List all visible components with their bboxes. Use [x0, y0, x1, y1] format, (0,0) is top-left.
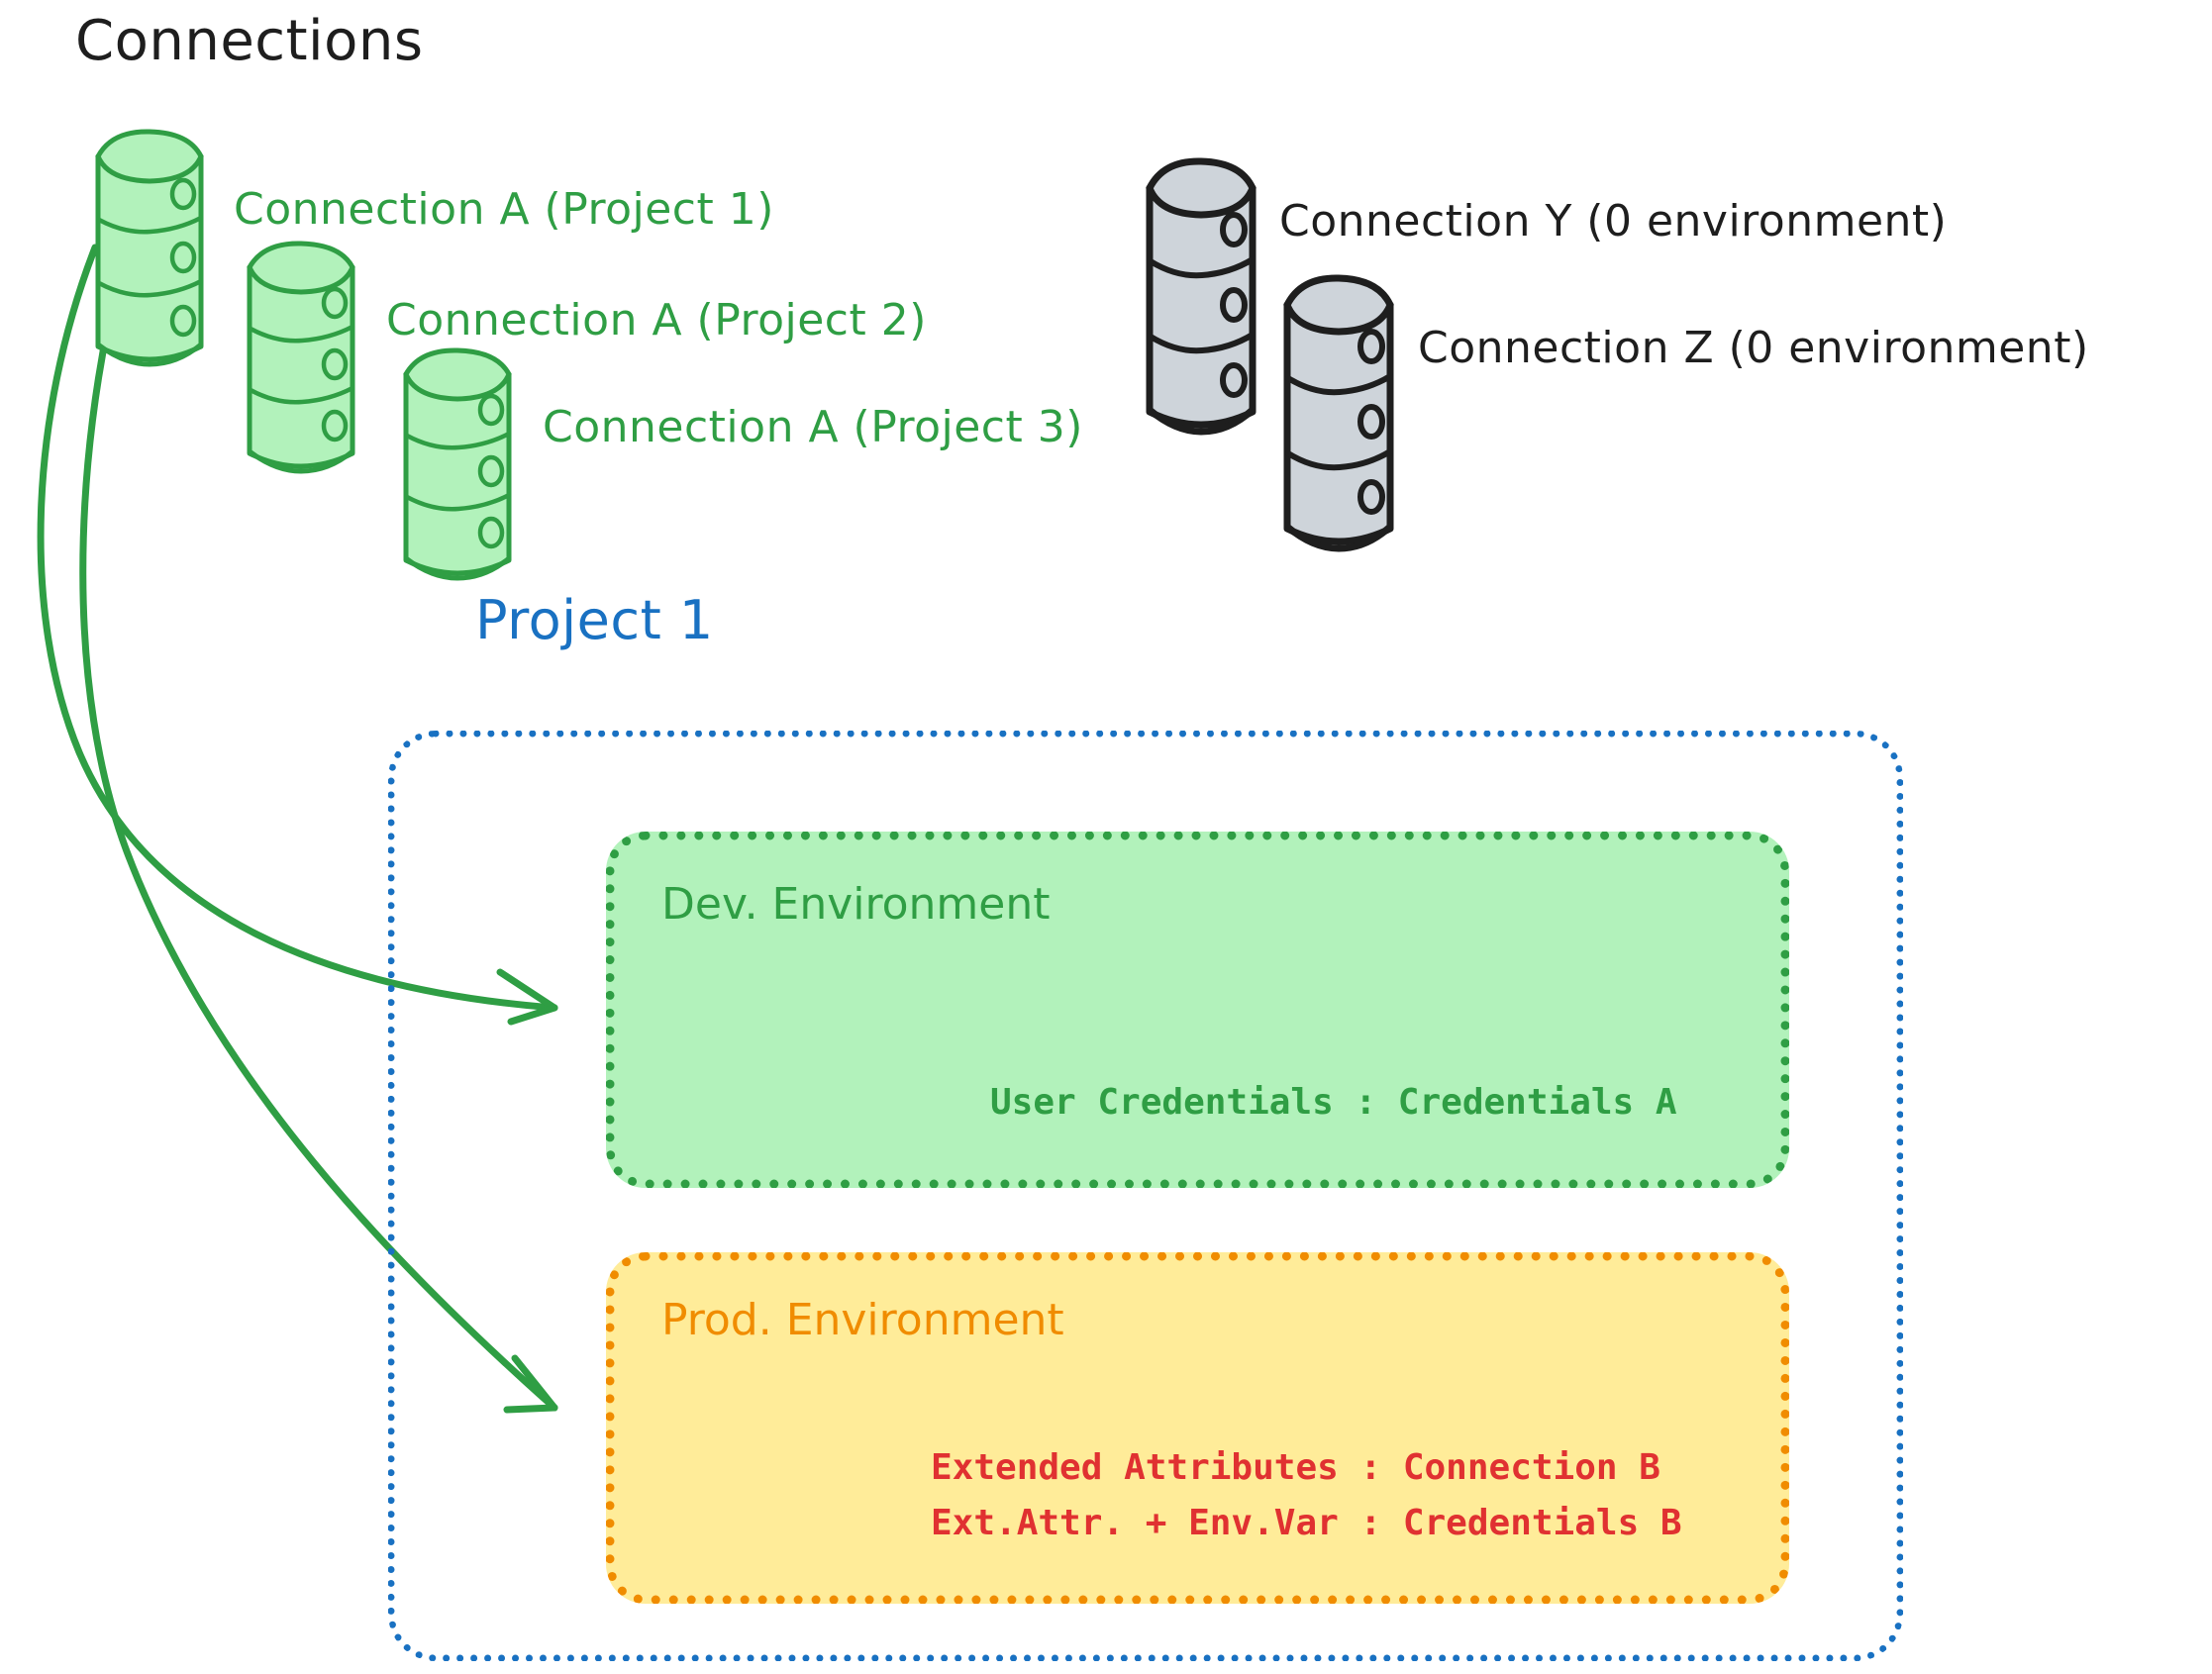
- prod-environment-line-1: Extended Attributes : Connection B: [931, 1447, 1660, 1488]
- dev-environment-box[interactable]: [606, 832, 1789, 1188]
- connection-label-a-project-3: Connection A (Project 3): [543, 402, 1083, 452]
- connection-label-y: Connection Y (0 environment): [1279, 196, 1948, 246]
- prod-environment-box[interactable]: [606, 1252, 1789, 1604]
- connection-label-a-project-1: Connection A (Project 1): [234, 184, 774, 235]
- arrow-connection-a-to-prod: [79, 265, 558, 1414]
- page-title: Connections: [75, 9, 424, 73]
- prod-environment-line-2: Ext.Attr. + Env.Var : Credentials B: [931, 1503, 1682, 1543]
- database-icon-connection-a-1: [95, 129, 204, 367]
- prod-environment-title: Prod. Environment: [661, 1295, 1064, 1345]
- dev-environment-title: Dev. Environment: [661, 879, 1051, 930]
- arrow-connection-a-to-dev: [37, 244, 558, 1026]
- project-title: Project 1: [475, 589, 714, 651]
- database-icon-connection-y: [1146, 157, 1257, 436]
- project-1-container: [388, 731, 1903, 1661]
- connection-label-a-project-2: Connection A (Project 2): [386, 295, 927, 345]
- database-icon-connection-a-3: [403, 347, 512, 581]
- dev-environment-line-1: User Credentials : Credentials A: [990, 1082, 1677, 1123]
- database-icon-connection-a-2: [247, 241, 355, 474]
- database-icon-connection-z: [1283, 274, 1394, 552]
- connection-label-z: Connection Z (0 environment): [1418, 323, 2089, 373]
